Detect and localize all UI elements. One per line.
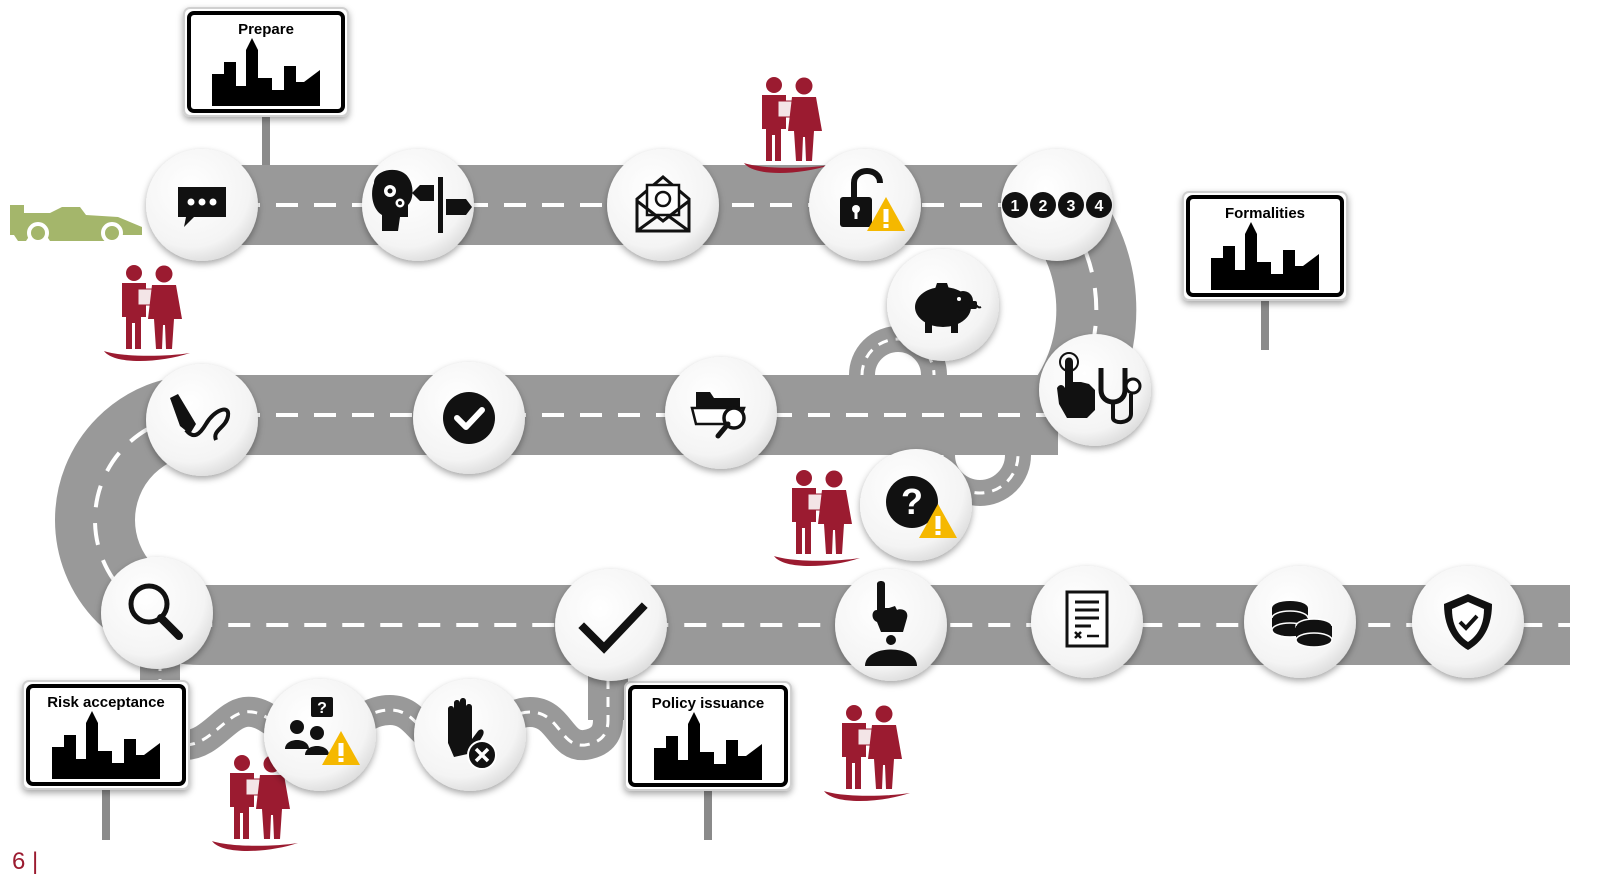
road-lane-marking bbox=[184, 708, 610, 747]
town-sign-prepare: Prepare bbox=[183, 7, 349, 165]
step-number-badge bbox=[1058, 192, 1084, 218]
sign-label: Prepare bbox=[238, 21, 294, 38]
folder-search-icon bbox=[690, 392, 746, 439]
sign-post bbox=[262, 116, 270, 165]
contract-document-icon bbox=[1065, 590, 1109, 648]
step-number-badge bbox=[1030, 192, 1056, 218]
advisor-couple-figure bbox=[773, 469, 861, 567]
step-bubble-sign bbox=[146, 364, 258, 476]
checkmark-icon bbox=[578, 602, 648, 654]
chat-bubble-icon bbox=[178, 187, 226, 227]
hand-stethoscope-icon bbox=[1057, 352, 1142, 425]
sign-label: Risk acceptance bbox=[47, 694, 165, 711]
shield-check-icon bbox=[1444, 594, 1492, 650]
check-circle-icon bbox=[443, 392, 495, 444]
coins-icon bbox=[1271, 601, 1333, 648]
brain-gears-signpost-icon bbox=[372, 169, 472, 233]
page-number: 6 | bbox=[12, 848, 39, 875]
sign-label: Formalities bbox=[1225, 205, 1305, 222]
step-number-digit: 2 bbox=[1039, 198, 1048, 215]
step-number-badge bbox=[1086, 192, 1112, 218]
magnifier-icon bbox=[128, 583, 183, 640]
step-number-digit: 3 bbox=[1067, 198, 1076, 215]
sign-label: Policy issuance bbox=[652, 695, 765, 712]
hand-stop-reject-icon bbox=[448, 698, 497, 770]
town-sign-policy-issuance: Policy issuance bbox=[624, 681, 792, 840]
town-sign-risk-acceptance: Risk acceptance bbox=[22, 680, 190, 840]
sign-post bbox=[102, 789, 110, 840]
svg-text:?: ? bbox=[317, 700, 327, 717]
step-number-badge bbox=[1002, 192, 1028, 218]
open-padlock-warning-icon bbox=[840, 168, 905, 231]
pen-signature-icon bbox=[170, 394, 231, 441]
road-lane-marking bbox=[940, 454, 1020, 495]
question-warning-icon: ? bbox=[886, 476, 957, 538]
step-bubble-search bbox=[101, 557, 213, 669]
envelope-email-icon bbox=[635, 175, 691, 233]
step-bubble-accept bbox=[555, 569, 667, 681]
advisor-couple-figure bbox=[823, 704, 911, 802]
town-sign-formalities: Formalities bbox=[1182, 191, 1348, 350]
sign-post bbox=[1261, 300, 1269, 350]
step-number-digit: 1 bbox=[1011, 198, 1020, 215]
road-lane-marking bbox=[860, 337, 936, 376]
advisor-couple-figure bbox=[103, 264, 191, 362]
race-car-icon bbox=[10, 205, 142, 244]
sign-post bbox=[704, 790, 712, 840]
advisor-couple-figure bbox=[743, 76, 831, 174]
numbered-steps-icon: 1 2 3 4 bbox=[1002, 192, 1112, 218]
pointing-person-icon bbox=[865, 581, 917, 666]
step-bubble-numbers bbox=[1001, 149, 1113, 261]
piggy-bank-icon bbox=[915, 283, 982, 333]
step-number-digit: 4 bbox=[1095, 198, 1104, 215]
people-question-warning-icon: ? bbox=[285, 697, 360, 765]
svg-text:?: ? bbox=[901, 481, 923, 522]
